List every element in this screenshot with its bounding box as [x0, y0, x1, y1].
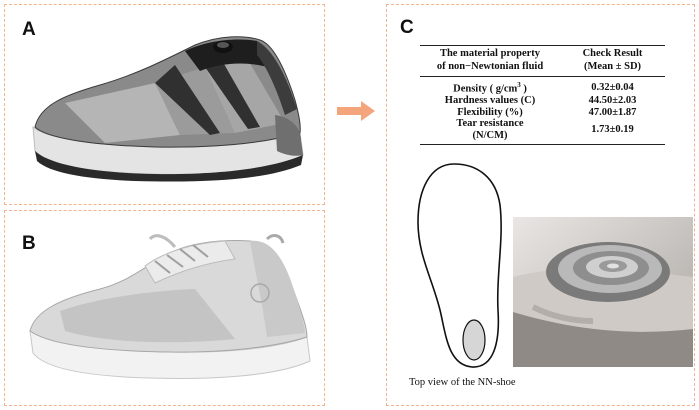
table-header-row: The material property of non−Newtonian f…	[420, 45, 665, 77]
panel-c-label: C	[400, 17, 414, 38]
panel-b: B	[4, 210, 325, 406]
property-cell: Flexibility (%)	[457, 106, 523, 118]
result-cell: 1.73±0.19	[560, 118, 665, 145]
insole-outline-image	[417, 163, 502, 368]
result-cell: 0.32±0.04	[591, 81, 634, 93]
table-row: Density ( g/cm3 ) 0.32±0.04	[420, 77, 665, 96]
result-cell: 47.00±1.87	[588, 106, 637, 118]
result-cell: 44.50±2.03	[588, 95, 637, 106]
property-cell: Tear resistance(N/CM)	[420, 118, 560, 145]
property-cell: Hardness values (C)	[444, 95, 536, 106]
panel-b-label: B	[22, 233, 36, 254]
nn-pad-closeup-image	[513, 217, 693, 367]
table-row: Flexibility (%) 47.00±1.87	[420, 107, 665, 119]
insole-caption: Top view of the NN-shoe	[409, 377, 516, 388]
table-row: Tear resistance(N/CM) 1.73±0.19	[420, 118, 665, 145]
header-property: The material property of non−Newtonian f…	[420, 45, 560, 77]
panel-a: A	[4, 4, 325, 205]
property-cell: Density ( g/cm3 )	[453, 81, 527, 95]
header-result: Check Result (Mean ± SD)	[560, 45, 665, 77]
panel-a-label: A	[22, 19, 36, 40]
material-property-table: The material property of non−Newtonian f…	[420, 45, 665, 145]
dark-shoe-image	[32, 36, 304, 182]
right-arrow-icon	[337, 101, 375, 121]
panel-c: C The material property of non−Newtonian…	[386, 4, 695, 406]
table-row: Hardness values (C) 44.50±2.03	[420, 95, 665, 107]
light-shoe-image	[29, 234, 311, 379]
